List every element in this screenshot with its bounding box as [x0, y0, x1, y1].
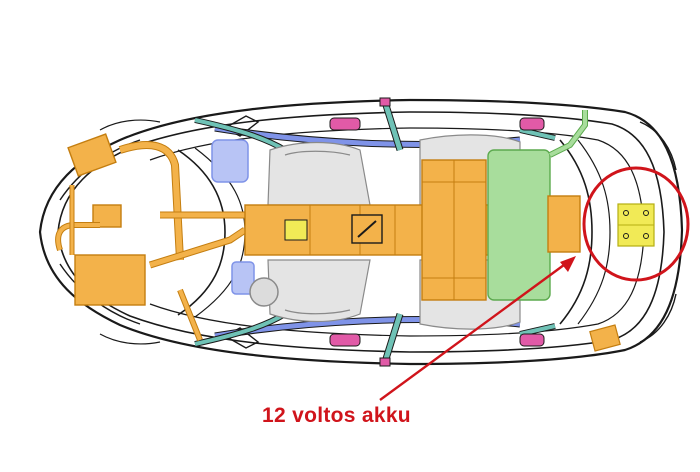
- 12v-battery-block: [547, 195, 581, 253]
- callout-label: 12 voltos akku: [262, 404, 411, 427]
- green-rear-component: [487, 110, 588, 301]
- blue-components: [211, 139, 279, 307]
- magenta-components: [329, 97, 545, 367]
- highlight-circle: [582, 166, 690, 282]
- rear-fuse-box: [589, 324, 621, 352]
- side-ducts: [194, 100, 556, 364]
- callout-arrow: [379, 256, 576, 401]
- trunk-battery: [617, 203, 655, 247]
- engine-bay-components: [55, 133, 247, 342]
